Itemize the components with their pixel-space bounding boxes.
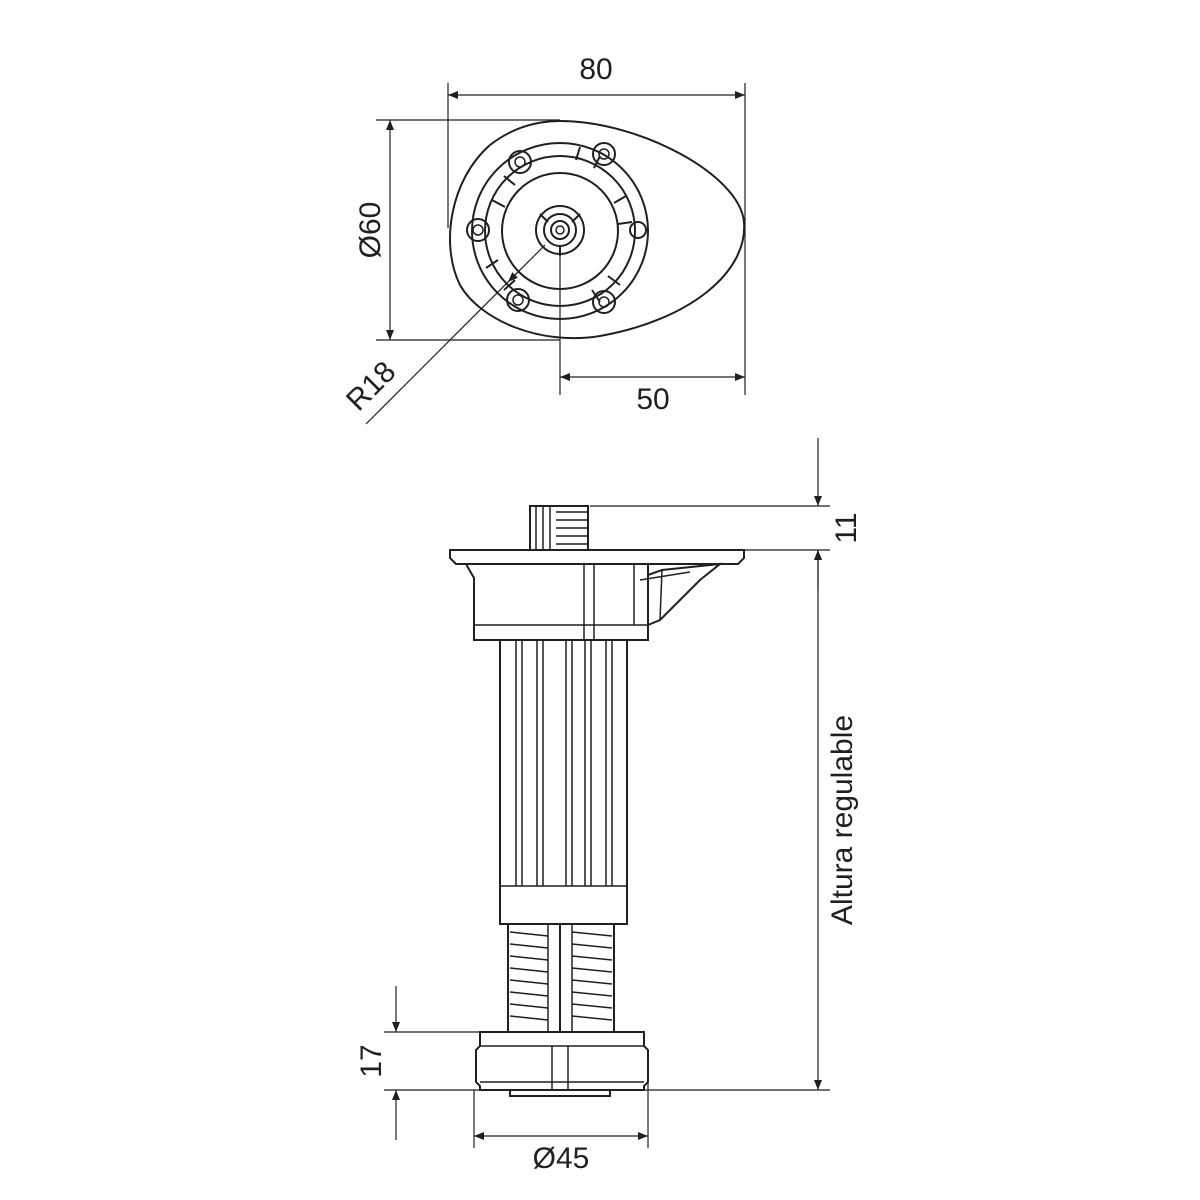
top-stud-threads: [535, 506, 588, 550]
center-bolt: [543, 213, 577, 247]
side-view: 11 Altura regulable 17 Ø45: [355, 438, 863, 1175]
bracket-line: [659, 569, 663, 621]
screw-hole: [506, 288, 530, 312]
side-bracket: [647, 562, 724, 626]
dim-label-diameter-60: Ø60: [354, 202, 387, 259]
center-bolt-inner: [550, 220, 570, 240]
bracket-line: [639, 571, 691, 581]
ring-tab: [613, 195, 633, 225]
mounting-plate-outline: [449, 119, 746, 340]
screw-hole: [592, 142, 616, 166]
dim-label-50: 50: [636, 383, 669, 416]
screw-hole-inner: [598, 148, 610, 160]
dim-label-17: 17: [355, 1044, 388, 1077]
dim-label-diameter-45: Ø45: [533, 1142, 590, 1175]
leader-r18-arrow: [507, 269, 521, 283]
screw-hole: [508, 150, 532, 174]
ring-tab: [491, 175, 516, 208]
base-pad: [509, 1089, 611, 1097]
screw-hole-inner: [514, 156, 526, 168]
dim-label-height: Altura regulable: [826, 715, 859, 925]
screw-hole: [629, 221, 647, 239]
screw-hole-inner: [472, 224, 484, 236]
center-bolt-core: [555, 225, 565, 235]
upper-housing: [464, 563, 649, 641]
dim-label-80: 80: [579, 53, 612, 86]
fluted-column: [499, 639, 628, 925]
top-view: 80 Ø60 R18 50: [340, 53, 746, 425]
screw-hole: [466, 218, 490, 242]
screw-hole: [592, 290, 616, 314]
column-flutes: [515, 640, 613, 886]
screw-hole-inner: [598, 296, 610, 308]
dim-label-r18: R18: [340, 355, 402, 417]
spindle-threads: [509, 924, 613, 1032]
plate-side: [449, 549, 745, 565]
dim-label-11: 11: [830, 512, 863, 543]
screw-hole-inner: [512, 294, 524, 306]
